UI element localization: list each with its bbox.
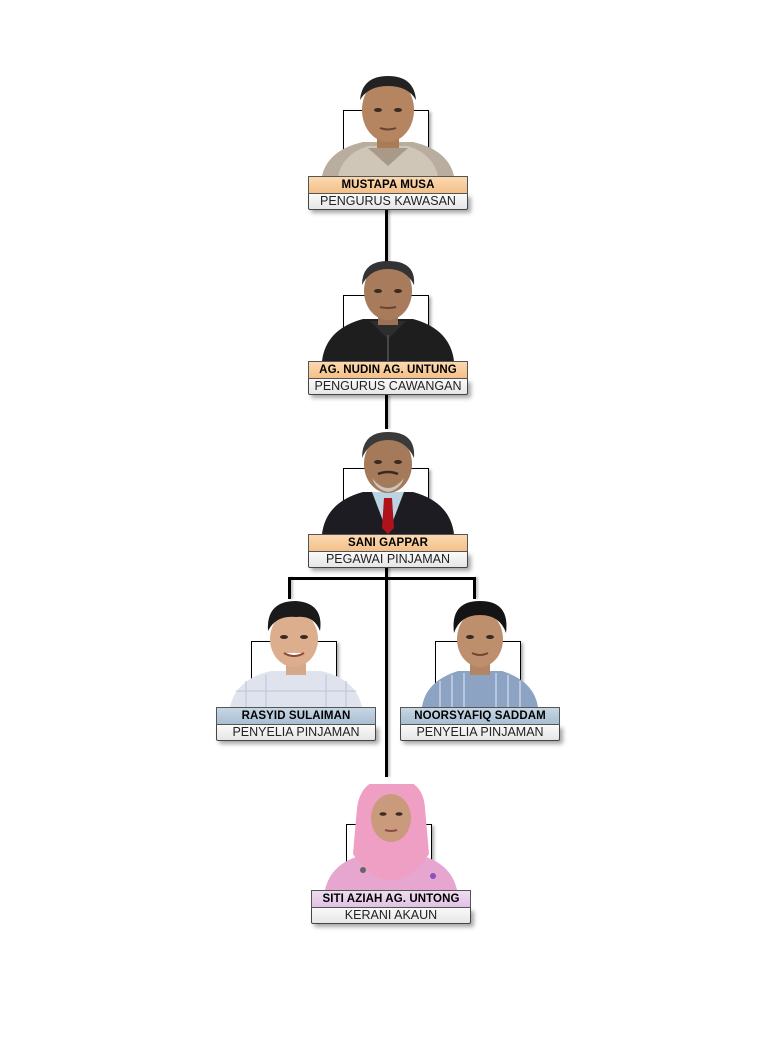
person-name: SITI AZIAH AG. UNTONG (311, 890, 471, 908)
photo-frame (308, 428, 468, 535)
photo-frame (311, 784, 471, 891)
person-title: PENYELIA PINJAMAN (216, 725, 376, 741)
connector-horizontal-supervisors (288, 577, 476, 580)
photo-frame (308, 70, 468, 177)
org-node-rasyid-sulaiman: RASYID SULAIMAN PENYELIA PINJAMAN (216, 601, 376, 741)
person-title: KERANI AKAUN (311, 908, 471, 924)
org-node-ag-nudin-ag-untung: AG. NUDIN AG. UNTUNG PENGURUS CAWANGAN (308, 255, 468, 395)
portrait-man-suit-red-tie-icon (322, 432, 454, 534)
person-title: PENGURUS KAWASAN (308, 194, 468, 210)
person-title: PENGURUS CAWANGAN (308, 379, 468, 395)
connector-sani-siti (385, 567, 388, 777)
portrait-man-black-jacket-icon (322, 261, 454, 361)
photo-frame (308, 255, 468, 362)
org-node-noorsyafiq-saddam: NOORSYAFIQ SADDAM PENYELIA PINJAMAN (400, 601, 560, 741)
connector-mustapa-nudin (385, 209, 388, 264)
portrait-woman-pink-hijab-icon (325, 784, 457, 890)
org-node-sani-gappar: SANI GAPPAR PEGAWAI PINJAMAN (308, 428, 468, 568)
person-title: PENYELIA PINJAMAN (400, 725, 560, 741)
connector-to-noorsyafiq (473, 577, 476, 599)
person-name: SANI GAPPAR (308, 534, 468, 552)
person-title: PEGAWAI PINJAMAN (308, 552, 468, 568)
portrait-man-striped-shirt-icon (322, 76, 454, 176)
org-node-siti-aziah-ag-untong: SITI AZIAH AG. UNTONG KERANI AKAUN (311, 784, 471, 924)
person-name: MUSTAPA MUSA (308, 176, 468, 194)
connector-to-rasyid (288, 577, 291, 599)
connector-nudin-sani (385, 394, 388, 429)
portrait-man-blue-striped-shirt-icon (422, 601, 538, 707)
org-node-mustapa-musa: MUSTAPA MUSA PENGURUS KAWASAN (308, 70, 468, 210)
portrait-man-plaid-shirt-icon (230, 601, 362, 707)
person-name: RASYID SULAIMAN (216, 707, 376, 725)
person-name: NOORSYAFIQ SADDAM (400, 707, 560, 725)
photo-frame (216, 601, 376, 708)
person-name: AG. NUDIN AG. UNTUNG (308, 361, 468, 379)
photo-frame (400, 601, 560, 708)
